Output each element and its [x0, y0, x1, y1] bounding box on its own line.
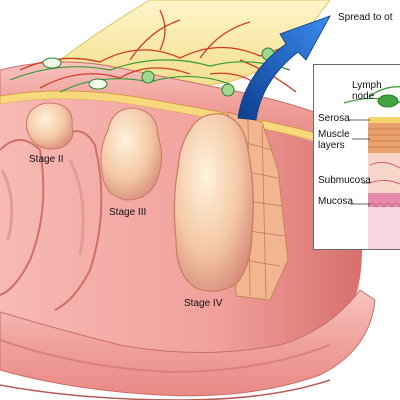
- wall-layers-inset: [313, 64, 400, 250]
- tumor-stage-ii: [26, 102, 74, 150]
- stage-iii-label: Stage III: [109, 207, 147, 218]
- inset-leader-lines: [348, 119, 370, 205]
- inset-muscle-fibers: [368, 128, 400, 148]
- colon-bottom-fold: [0, 339, 331, 374]
- inset-lymph-node: [377, 94, 399, 108]
- spread-label: Spread to ot: [338, 12, 393, 23]
- lymph-node-label: Lymph node: [352, 80, 382, 102]
- muscle-label-line2: layers: [318, 139, 345, 151]
- blood-vessels: [19, 9, 311, 93]
- lymph-node-label-line1: Lymph: [352, 80, 382, 91]
- inset-mucosa-layer: [368, 193, 400, 207]
- inset-submucosa-vessels: [369, 162, 400, 185]
- inset-lumen: [368, 207, 400, 249]
- inset-serosa-layer: [368, 117, 400, 123]
- muscle-label-line1: Muscle: [318, 129, 350, 140]
- mucosa-label: Mucosa: [318, 196, 354, 207]
- colon-outer-bottom: [0, 289, 376, 397]
- tumor-stage-iv: [173, 113, 254, 292]
- muscle-layers-label: Muscle layers: [318, 129, 350, 151]
- tumor-stage-iii: [100, 107, 162, 201]
- lymph-nodes: [42, 47, 275, 97]
- lymph-node-label-line2: node: [352, 90, 375, 102]
- inset-muscle-layer: [368, 123, 400, 153]
- inset-layers-graphic: [343, 86, 400, 249]
- stage-iv-label: Stage IV: [184, 298, 223, 309]
- submucosa-label: Submucosa: [318, 175, 371, 186]
- inset-submucosa-layer: [368, 153, 400, 193]
- mucosal-folds: [0, 130, 103, 311]
- serosa-label: Serosa: [318, 113, 350, 124]
- stage-ii-label: Stage II: [29, 154, 64, 165]
- spread-arrow: [237, 15, 331, 121]
